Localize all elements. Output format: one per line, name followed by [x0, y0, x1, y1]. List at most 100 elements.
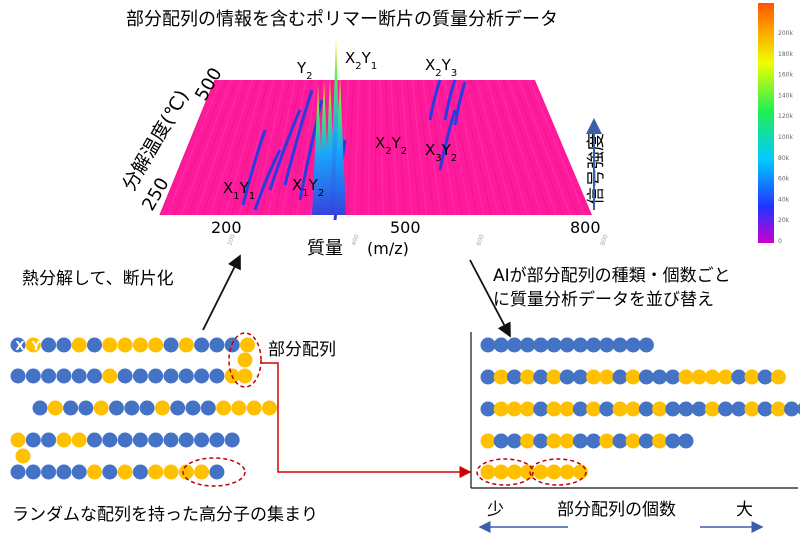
chain-bead — [194, 432, 210, 448]
chain-bead — [731, 401, 747, 417]
chain-bead — [124, 400, 140, 416]
chain-bead — [71, 432, 87, 448]
chain-bead — [572, 369, 588, 385]
surface-stripe — [245, 79, 280, 216]
surface-stripe — [481, 79, 521, 216]
chain-bead — [231, 400, 247, 416]
chain-bead — [638, 401, 654, 417]
peak-label: X2Y2 — [375, 134, 407, 157]
chain-bead — [185, 400, 201, 416]
surface-stripe — [353, 79, 360, 216]
chain-bead — [652, 433, 668, 449]
chain-bead — [652, 369, 668, 385]
chain-bead — [102, 432, 118, 448]
chain-bead — [209, 464, 225, 480]
surface-stripe — [379, 79, 384, 216]
chain-bead — [599, 369, 615, 385]
surface-stripe — [368, 79, 371, 216]
chain-bead — [586, 337, 602, 353]
spectrum-peaks — [241, 38, 467, 221]
chain-bead — [194, 337, 210, 353]
colorbar-tick-label: 60k — [778, 176, 790, 183]
chain-bead — [480, 433, 496, 449]
peak-label: X2Y3 — [425, 56, 457, 79]
colorbar-tick-label: 160k — [778, 72, 793, 79]
chain-bead — [194, 368, 210, 384]
chain-bead — [665, 433, 681, 449]
x-axis-label: 質量 — [307, 238, 343, 259]
partial-seq-highlight-horizontal — [182, 457, 246, 487]
chain-bead — [480, 337, 496, 353]
spectrum-peak — [428, 79, 442, 121]
colorbar-tick-label: 0 — [778, 238, 782, 245]
chain-bead — [480, 401, 496, 417]
chain-bead — [10, 368, 26, 384]
surface-stripe — [195, 79, 243, 216]
chain-bead — [15, 448, 31, 464]
spectrum-peak — [253, 149, 282, 211]
chain-bead — [71, 464, 87, 480]
chain-bead — [63, 400, 79, 416]
chain-bead — [178, 337, 194, 353]
colorbar-tick-label: 180k — [778, 51, 793, 58]
chain-bead — [744, 401, 760, 417]
surface-stripe — [253, 79, 285, 216]
surface-stripe — [523, 79, 579, 216]
surface-stripe — [529, 79, 586, 216]
chain-bead — [718, 401, 734, 417]
chain-bead — [178, 368, 194, 384]
chain-bead — [704, 401, 720, 417]
count-small-label: 少 — [487, 500, 504, 520]
chain-bead — [665, 401, 681, 417]
x-axis-unit: (m/z) — [367, 239, 409, 258]
chain-bead — [691, 401, 707, 417]
surface-stripe — [513, 79, 564, 216]
chain-bead — [744, 369, 760, 385]
chain-bead — [87, 368, 102, 384]
chain-bead — [559, 401, 575, 417]
bottom-left-caption: ランダムな配列を持った高分子の集まり — [12, 505, 318, 525]
chain-bead — [178, 464, 194, 480]
surface-stripe — [486, 79, 528, 216]
chain-bead — [209, 337, 225, 353]
chain-bead — [41, 432, 57, 448]
chain-bead — [25, 464, 41, 480]
count-large-label: 大 — [736, 500, 753, 520]
surface-stripe — [438, 79, 463, 216]
chain-bead — [71, 337, 87, 353]
spectrum-peak — [268, 109, 302, 191]
chain-bead — [163, 368, 179, 384]
chain-bead — [117, 464, 133, 480]
chain-bead — [652, 401, 668, 417]
colorbar-tick-label: 140k — [778, 92, 793, 99]
surface-stripe — [231, 79, 269, 216]
chain-bead — [10, 337, 26, 353]
faint-tick-800: 800 — [599, 233, 610, 246]
chain-bead — [493, 401, 509, 417]
chain-bead — [520, 433, 536, 449]
spectrum-peak — [443, 79, 457, 121]
left-caption: 熱分解して、断片化 — [22, 269, 174, 289]
chain-bead — [56, 464, 72, 480]
spectrum-peak — [453, 81, 467, 126]
chain-bead — [665, 369, 681, 385]
chain-bead — [480, 369, 496, 385]
chain-bead — [102, 464, 118, 480]
peak-label: X1Y2 — [292, 176, 324, 199]
chain-bead — [718, 369, 734, 385]
chain-bead — [56, 432, 72, 448]
chain-bead — [546, 433, 562, 449]
chain-bead — [170, 400, 186, 416]
chain-bead — [546, 337, 562, 353]
chain-bead — [625, 369, 641, 385]
surface-stripe — [470, 79, 507, 216]
faint-tick-600: 600 — [475, 233, 486, 246]
chain-bead — [246, 400, 262, 416]
chain-bead — [493, 433, 509, 449]
chain-bead — [572, 433, 588, 449]
faint-tick-400: 400 — [350, 233, 361, 246]
chain-bead — [625, 433, 641, 449]
surface-stripe — [202, 79, 248, 216]
